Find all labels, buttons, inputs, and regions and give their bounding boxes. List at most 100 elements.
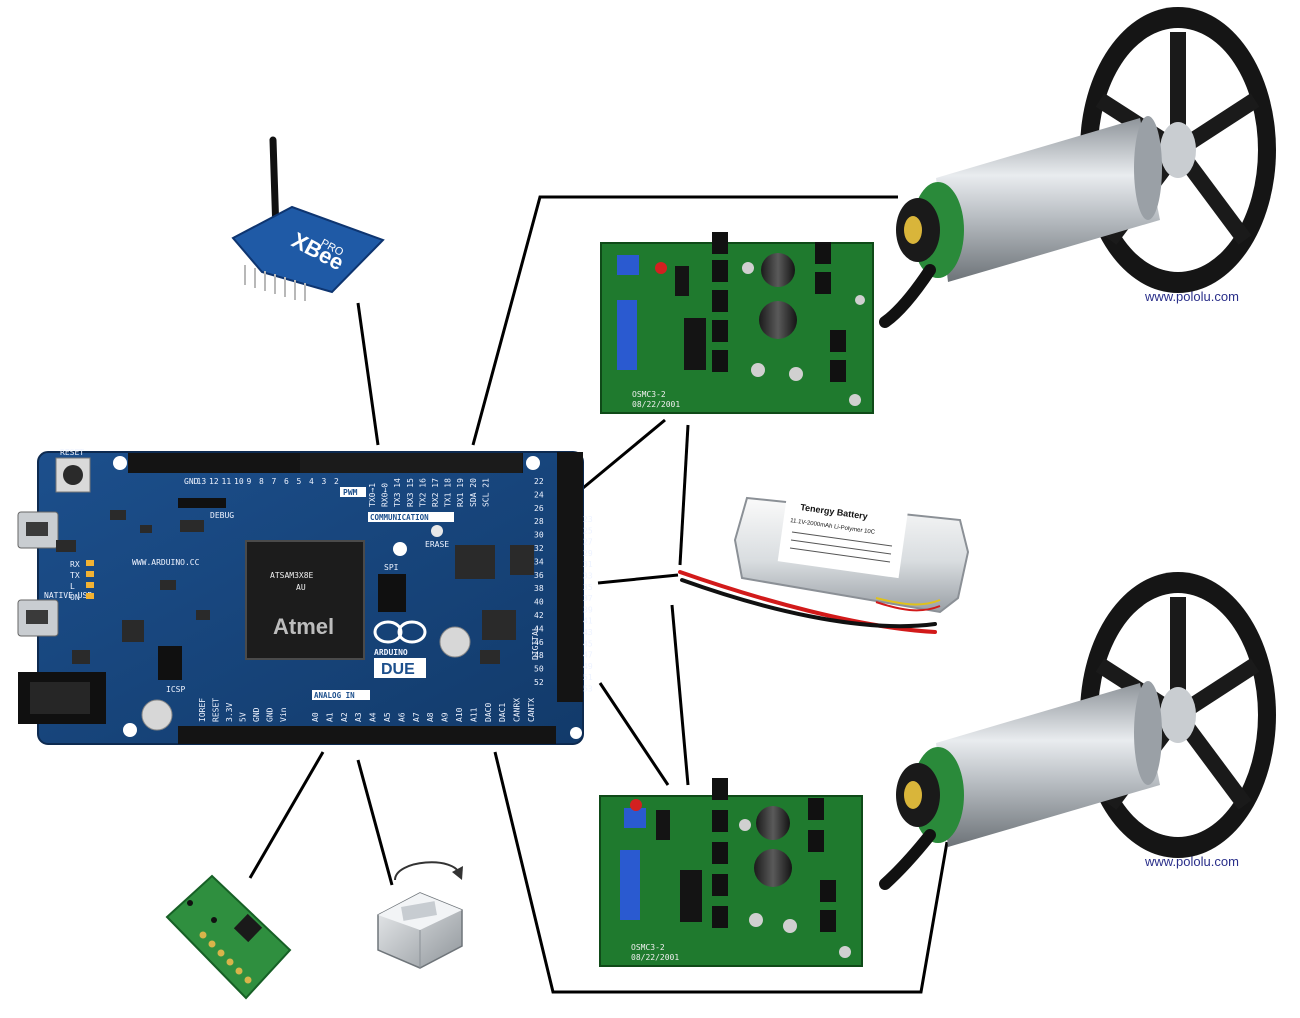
pin-label: TX0→1 xyxy=(368,483,377,507)
wire-arduino-accelerometer xyxy=(250,752,323,878)
pin-label: 6 xyxy=(284,477,289,486)
pin-label: A0 xyxy=(311,712,320,722)
capacitor xyxy=(756,806,790,840)
motor-wheel-2: www.pololu.com xyxy=(885,572,1276,884)
pin-label: 42 xyxy=(534,611,544,620)
controller-1-model: OSMC3-2 xyxy=(632,390,666,399)
pin-label: 25 xyxy=(583,526,593,535)
status-led xyxy=(630,799,642,811)
pin-label: 9 xyxy=(247,477,252,486)
pin-label: SDA 20 xyxy=(469,478,478,507)
pin-label: RX1 19 xyxy=(456,478,465,507)
erase-label: ERASE xyxy=(425,540,449,549)
pin-label: 11 xyxy=(222,477,232,486)
pin-label: 37 xyxy=(583,594,593,603)
pin-label: RX2 17 xyxy=(431,478,440,507)
pin-label: 5V xyxy=(239,712,248,722)
led-label-tx: TX xyxy=(70,571,80,580)
pin-label: TX2 16 xyxy=(418,478,427,507)
chip-label-1: ATSAM3X8E xyxy=(270,571,314,580)
arduino-due-board: RESET NATIVE USB RX TX L ON WWW.ARDUINO.… xyxy=(18,448,593,744)
pin-label: 24 xyxy=(534,490,544,499)
pin-label: 31 xyxy=(583,560,593,569)
pin-label: 4 xyxy=(309,477,314,486)
pin-label: A5 xyxy=(383,712,392,722)
motor-cable xyxy=(885,270,930,322)
spi-label: SPI xyxy=(384,563,399,572)
wire-arduino-controller1 xyxy=(583,420,665,488)
status-led xyxy=(655,262,667,274)
led-label-rx: RX xyxy=(70,560,80,569)
pin-label: 3.3V xyxy=(225,703,234,722)
led-label-on: ON xyxy=(70,593,80,602)
pin-label: RX0←0 xyxy=(381,483,390,507)
pin-label: 34 xyxy=(534,557,544,566)
communication-header-label: COMMUNICATION xyxy=(370,513,429,522)
mount-hole xyxy=(113,456,127,470)
led-label-l: L xyxy=(70,582,75,591)
pin-label: 27 xyxy=(583,538,593,547)
driver-chip xyxy=(680,870,702,922)
motor-2-watermark: www.pololu.com xyxy=(1144,854,1239,869)
pin-label: 44 xyxy=(534,624,544,633)
pin-label: 2 xyxy=(334,477,339,486)
controller-2-model: OSMC3-2 xyxy=(631,943,665,952)
pin-label: A11 xyxy=(469,707,478,722)
pin-label: 30 xyxy=(534,531,544,540)
pin-label: Vin xyxy=(279,707,288,722)
pin-label: 33 xyxy=(583,572,593,581)
pin-label: RESET xyxy=(212,698,221,722)
pwm-header-label: PWM xyxy=(343,488,358,497)
debug-header xyxy=(178,498,226,508)
wire-battery-controller2 xyxy=(672,605,688,785)
pin-label: 50 xyxy=(534,665,544,674)
pin-label: 5 xyxy=(297,477,302,486)
pin-label: 29 xyxy=(583,549,593,558)
capacitor xyxy=(142,700,172,730)
pin-label: 43 xyxy=(583,628,593,637)
capacitor xyxy=(759,301,797,339)
mount-hole xyxy=(526,456,540,470)
pin-label: 49 xyxy=(583,662,593,671)
pin-label: 22 xyxy=(534,477,544,486)
icsp-label: ICSP xyxy=(166,685,185,694)
pin-label: IOREF xyxy=(198,698,207,722)
motor-cable xyxy=(885,835,930,884)
pin-label: A8 xyxy=(426,712,435,722)
pin-label: 47 xyxy=(583,651,593,660)
website-label: WWW.ARDUINO.CC xyxy=(132,558,200,567)
pin-label: 26 xyxy=(534,504,544,513)
controller-2-date: 08/22/2001 xyxy=(631,953,679,962)
pin-label: CANTX xyxy=(527,698,536,722)
spi-header xyxy=(378,574,406,612)
erase-button[interactable] xyxy=(431,525,443,537)
chip-brand: Atmel xyxy=(273,614,334,639)
pin-label: 46 xyxy=(534,638,544,647)
connector xyxy=(617,300,637,370)
pin-label: 45 xyxy=(583,639,593,648)
rotation-arrow-icon xyxy=(395,862,460,880)
motor-1-watermark: www.pololu.com xyxy=(1144,289,1239,304)
accelerometer-board xyxy=(167,876,290,998)
pin-label: 48 xyxy=(534,651,544,660)
pin-label: A1 xyxy=(325,712,334,722)
lipo-battery: Tenergy Battery 11.1V-2000mAh Li-Polymer… xyxy=(680,492,968,632)
pin-label: 28 xyxy=(534,517,544,526)
pin-label: 35 xyxy=(583,583,593,592)
svg-text:ARDUINO: ARDUINO xyxy=(374,648,408,657)
wire-xbee-arduino xyxy=(358,303,378,445)
terminal-block xyxy=(617,255,639,275)
pin-label: RX3 15 xyxy=(406,478,415,507)
motor-controller-1: OSMC3-2 08/22/2001 xyxy=(601,232,873,413)
wire-arduino-battery xyxy=(598,575,678,583)
wire-controller1-battery xyxy=(680,425,688,565)
pin-label: 38 xyxy=(534,584,544,593)
pin-label: GND xyxy=(252,707,261,722)
pin-label: 53 xyxy=(583,685,593,694)
debug-label: DEBUG xyxy=(210,511,234,520)
pin-label: 32 xyxy=(534,544,544,553)
driver-chip xyxy=(684,318,706,370)
pin-label: 10 xyxy=(234,477,244,486)
